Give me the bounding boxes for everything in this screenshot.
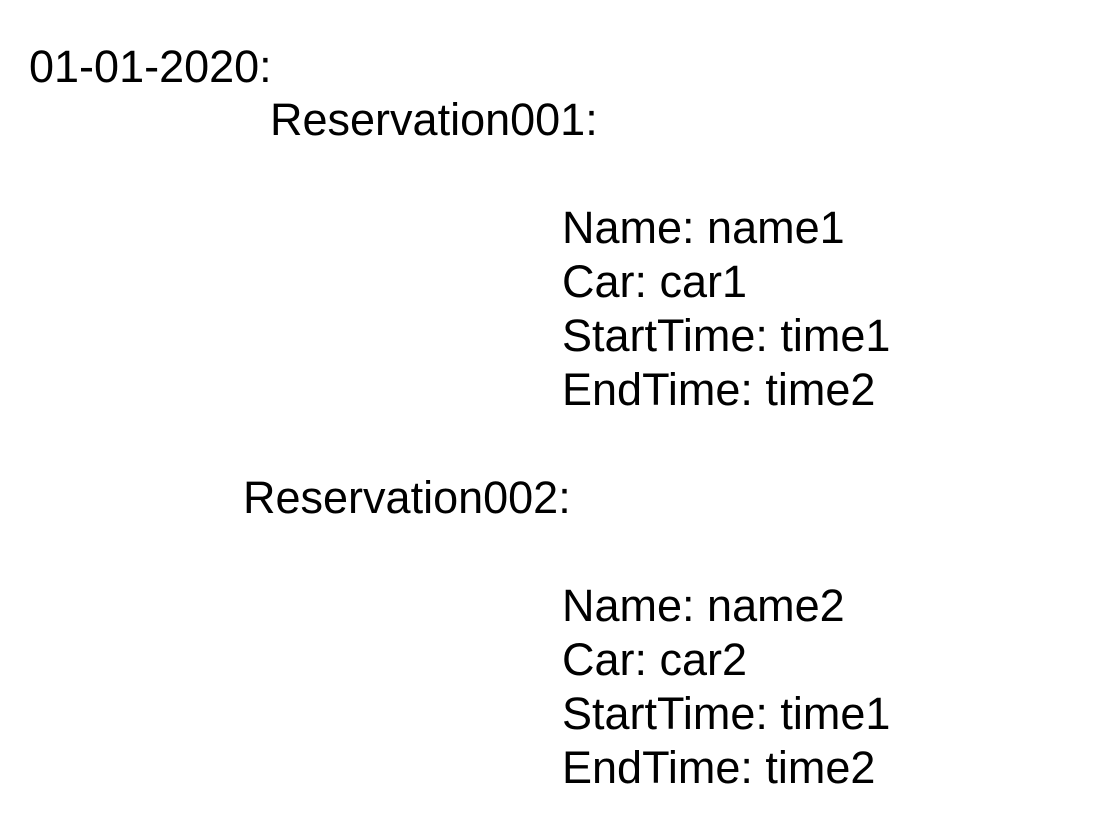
reservation-end-time: EndTime: time2 — [562, 742, 876, 793]
reservation-start-time: StartTime: time1 — [562, 688, 891, 739]
reservation-name: Name: name2 — [562, 580, 845, 631]
reservation-heading: Reservation002: — [243, 472, 571, 523]
reservation-heading: Reservation001: — [270, 94, 598, 145]
reservation-end-time: EndTime: time2 — [562, 364, 876, 415]
reservation-name: Name: name1 — [562, 202, 845, 253]
reservation-start-time: StartTime: time1 — [562, 310, 891, 361]
reservation-car: Car: car1 — [562, 256, 748, 307]
reservation-car: Car: car2 — [562, 634, 748, 685]
date-heading: 01-01-2020: — [29, 41, 272, 92]
